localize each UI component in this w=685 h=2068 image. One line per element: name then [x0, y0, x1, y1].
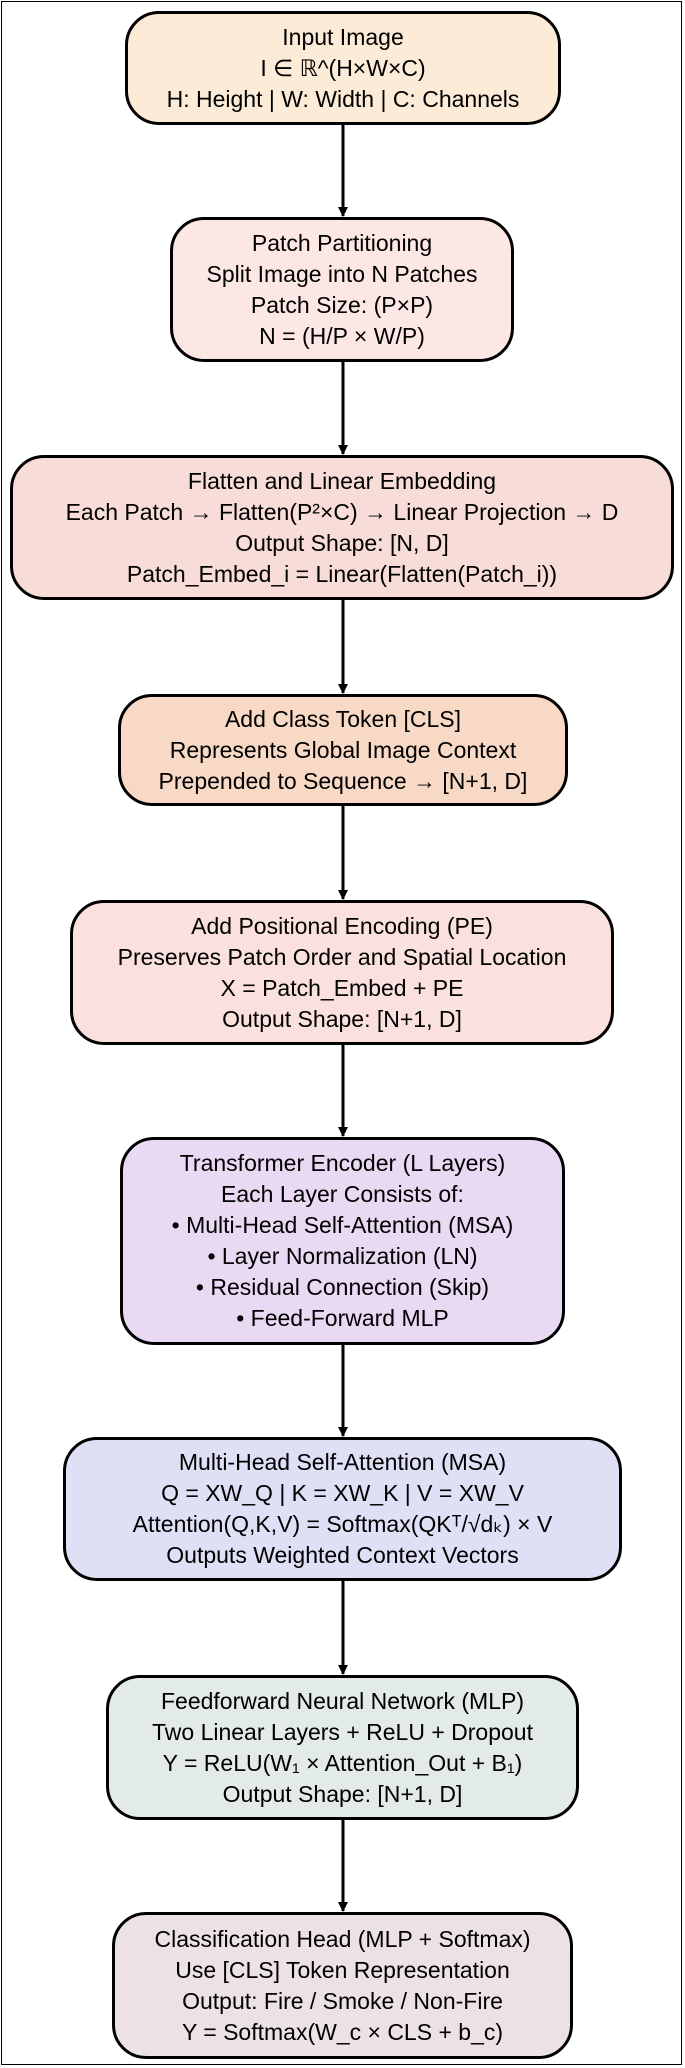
patch-partitioning-line-3: Patch Size: (P×P): [250, 291, 434, 318]
transformer-encoder-line-3: • Multi-Head Self-Attention (MSA): [171, 1212, 514, 1238]
patch-partitioning-line-4: N = (H/P × W/P): [259, 322, 425, 349]
classification-head-line-1: Classification Head (MLP + Softmax): [154, 1925, 531, 1952]
classification-head-line-3: Output: Fire / Smoke / Non-Fire: [182, 1987, 503, 2014]
flatten-linear-embedding-line-2: Each Patch → Flatten(P²×C) → Linear Proj…: [65, 498, 619, 525]
add-class-token-line-3: Prepended to Sequence → [N+1, D]: [158, 767, 528, 794]
add-class-token-line-2: Represents Global Image Context: [169, 736, 517, 763]
patch-partitioning-line-1: Patch Partitioning: [251, 229, 433, 256]
flatten-linear-embedding-line-4: Patch_Embed_i = Linear(Flatten(Patch_i)): [126, 560, 558, 587]
add-positional-encoding-line-3: X = Patch_Embed + PE: [220, 974, 464, 1001]
classification-head-node: Classification Head (MLP + Softmax) Use […: [112, 1912, 573, 2059]
add-class-token-line-1: Add Class Token [CLS]: [224, 705, 462, 732]
transformer-encoder-line-1: Transformer Encoder (L Layers): [179, 1150, 506, 1176]
multi-head-self-attention-line-4: Outputs Weighted Context Vectors: [166, 1542, 519, 1568]
input-image-line-1: Input Image: [282, 23, 404, 50]
flatten-linear-embedding-line-1: Flatten and Linear Embedding: [187, 467, 497, 494]
multi-head-self-attention-node: Multi-Head Self-Attention (MSA) Q = XW_Q …: [63, 1437, 622, 1581]
add-positional-encoding-line-2: Preserves Patch Order and Spatial Locati…: [117, 943, 567, 970]
transformer-encoder-line-2: Each Layer Consists of:: [221, 1181, 464, 1207]
add-class-token-node: Add Class Token [CLS] Represents Global I…: [118, 694, 568, 806]
input-image-node: Input Image I ∈ ℝ^(H×W×C) H: Height | W: W…: [125, 11, 561, 125]
multi-head-self-attention-line-2: Q = XW_Q | K = XW_K | V = XW_V: [161, 1480, 524, 1506]
transformer-encoder-line-6: • Feed-Forward MLP: [236, 1305, 449, 1331]
patch-partitioning-line-2: Split Image into N Patches: [206, 260, 478, 287]
transformer-encoder-node: Transformer Encoder (L Layers) Each Layer…: [120, 1137, 565, 1345]
multi-head-self-attention-line-3: Attention(Q,K,V) = Softmax(QKᵀ/√dₖ) × V: [132, 1511, 553, 1537]
flatten-linear-embedding-line-3: Output Shape: [N, D]: [235, 529, 449, 556]
input-image-line-2: I ∈ ℝ^(H×W×C): [260, 54, 426, 81]
add-positional-encoding-line-4: Output Shape: [N+1, D]: [222, 1005, 462, 1032]
classification-head-line-2: Use [CLS] Token Representation: [175, 1956, 510, 1983]
feedforward-mlp-line-2: Two Linear Layers + ReLU + Dropout: [152, 1718, 533, 1745]
feedforward-mlp-line-3: Y = ReLU(W₁ × Attention_Out + B₁): [162, 1749, 523, 1776]
transformer-encoder-line-5: • Residual Connection (Skip): [195, 1274, 490, 1300]
multi-head-self-attention-line-1: Multi-Head Self-Attention (MSA): [178, 1449, 507, 1475]
transformer-encoder-line-4: • Layer Normalization (LN): [207, 1243, 478, 1269]
classification-head-line-4: Y = Softmax(W_c × CLS + b_c): [181, 2018, 504, 2045]
add-positional-encoding-node: Add Positional Encoding (PE) Preserves Pa…: [70, 900, 614, 1045]
add-positional-encoding-line-1: Add Positional Encoding (PE): [191, 912, 493, 939]
feedforward-mlp-line-4: Output Shape: [N+1, D]: [222, 1780, 463, 1807]
feedforward-mlp-node: Feedforward Neural Network (MLP) Two Line…: [106, 1675, 579, 1820]
input-image-line-3: H: Height | W: Width | C: Channels: [166, 85, 520, 112]
feedforward-mlp-line-1: Feedforward Neural Network (MLP): [160, 1687, 524, 1714]
